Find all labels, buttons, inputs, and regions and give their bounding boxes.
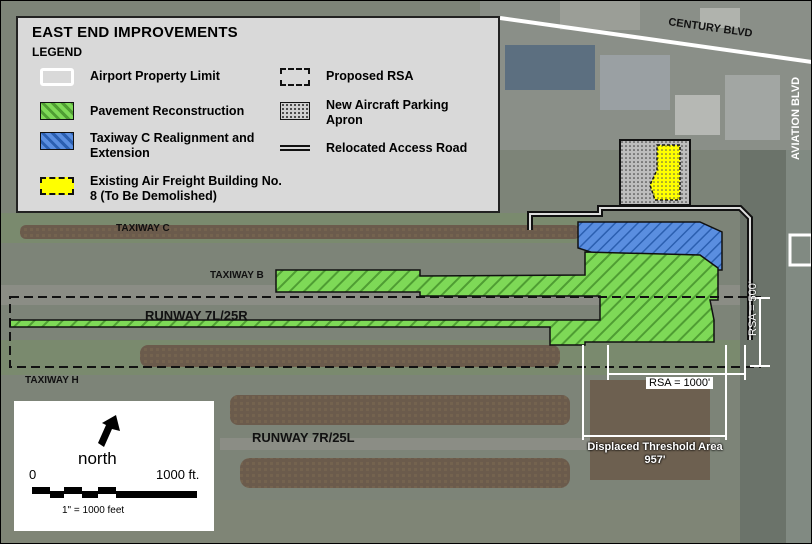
- legend-subtitle: LEGEND: [32, 45, 83, 59]
- building-block: [700, 8, 740, 28]
- displaced-threshold-title: Displaced Threshold Area: [587, 441, 723, 453]
- aviation-blvd-label: AVIATION BLVD: [790, 76, 802, 160]
- building-block: [675, 95, 720, 135]
- legend-item-access-road: Relocated Access Road: [326, 141, 468, 155]
- building-block: [560, 0, 640, 30]
- building-block: [600, 55, 670, 110]
- pavement-reconstruction: [9, 251, 719, 346]
- double-line-swatch-icon: [280, 145, 310, 151]
- legend-item-air-freight: Existing Air Freight Building No. 8 (To …: [90, 174, 282, 203]
- rsa-1000-dim: [607, 345, 746, 380]
- displaced-threshold-length: 957': [644, 454, 666, 466]
- infield-far-south: [240, 458, 570, 488]
- dotted-grey-swatch-icon: [280, 102, 310, 120]
- scale-max-label: 1000 ft.: [156, 467, 200, 482]
- legend-item-parking-apron: New Aircraft Parking Apron: [326, 98, 449, 127]
- infield-h: [140, 345, 560, 367]
- infield-c: [20, 225, 580, 239]
- north-arrow-and-scale-graphic: [32, 415, 197, 498]
- legend-item-property-limit: Airport Property Limit: [90, 69, 220, 83]
- taxiway-b-label: TAXIWAY B: [210, 270, 264, 281]
- infield-south: [230, 395, 570, 425]
- runway-7r-label: RUNWAY 7R/25L: [252, 430, 355, 445]
- yellow-dashed-swatch-icon: [40, 177, 74, 195]
- north-label: north: [78, 449, 117, 468]
- north-arrow-icon: [98, 415, 120, 447]
- legend-item-pavement: Pavement Reconstruction: [90, 104, 245, 118]
- scale-bar-icon: [32, 487, 197, 498]
- dashed-outline-swatch-icon: [280, 68, 310, 86]
- taxiway-h-label: TAXIWAY H: [25, 375, 79, 386]
- scale-note: 1" = 1000 feet: [62, 505, 125, 516]
- green-hatch-swatch-icon: [40, 102, 74, 120]
- white-outline-swatch-icon: [40, 68, 74, 86]
- taxiway-c-label: TAXIWAY C: [116, 223, 170, 234]
- property-limit-right: [788, 233, 812, 267]
- rsa-500-label: RSA = 500': [747, 281, 759, 336]
- aviation-road: [786, 150, 812, 544]
- scale-panel: north 0 1000 ft. 1" = 1000 feet: [14, 401, 214, 531]
- scale-zero-label: 0: [29, 467, 37, 482]
- legend-item-taxiway-c: Taxiway C Realignment and Extension: [90, 131, 255, 160]
- air-freight-building: [649, 144, 681, 201]
- runway-7l-label: RUNWAY 7L/25R: [145, 308, 248, 323]
- displaced-threshold-label: Displaced Threshold Area 957': [580, 441, 730, 467]
- blue-hatch-swatch-icon: [40, 132, 74, 150]
- property-limit-line: [499, 16, 812, 64]
- building-block: [725, 75, 780, 140]
- rsa-1000-label: RSA = 1000': [646, 377, 714, 389]
- building-block: [505, 45, 595, 90]
- rsa-ground: [590, 380, 710, 480]
- legend-item-proposed-rsa: Proposed RSA: [326, 69, 414, 83]
- rsa-500-dim: [750, 297, 770, 367]
- legend-panel: EAST END IMPROVEMENTS LEGEND Airport Pro…: [16, 16, 500, 213]
- displaced-threshold-dim: [582, 345, 727, 440]
- legend-title: EAST END IMPROVEMENTS: [32, 24, 238, 41]
